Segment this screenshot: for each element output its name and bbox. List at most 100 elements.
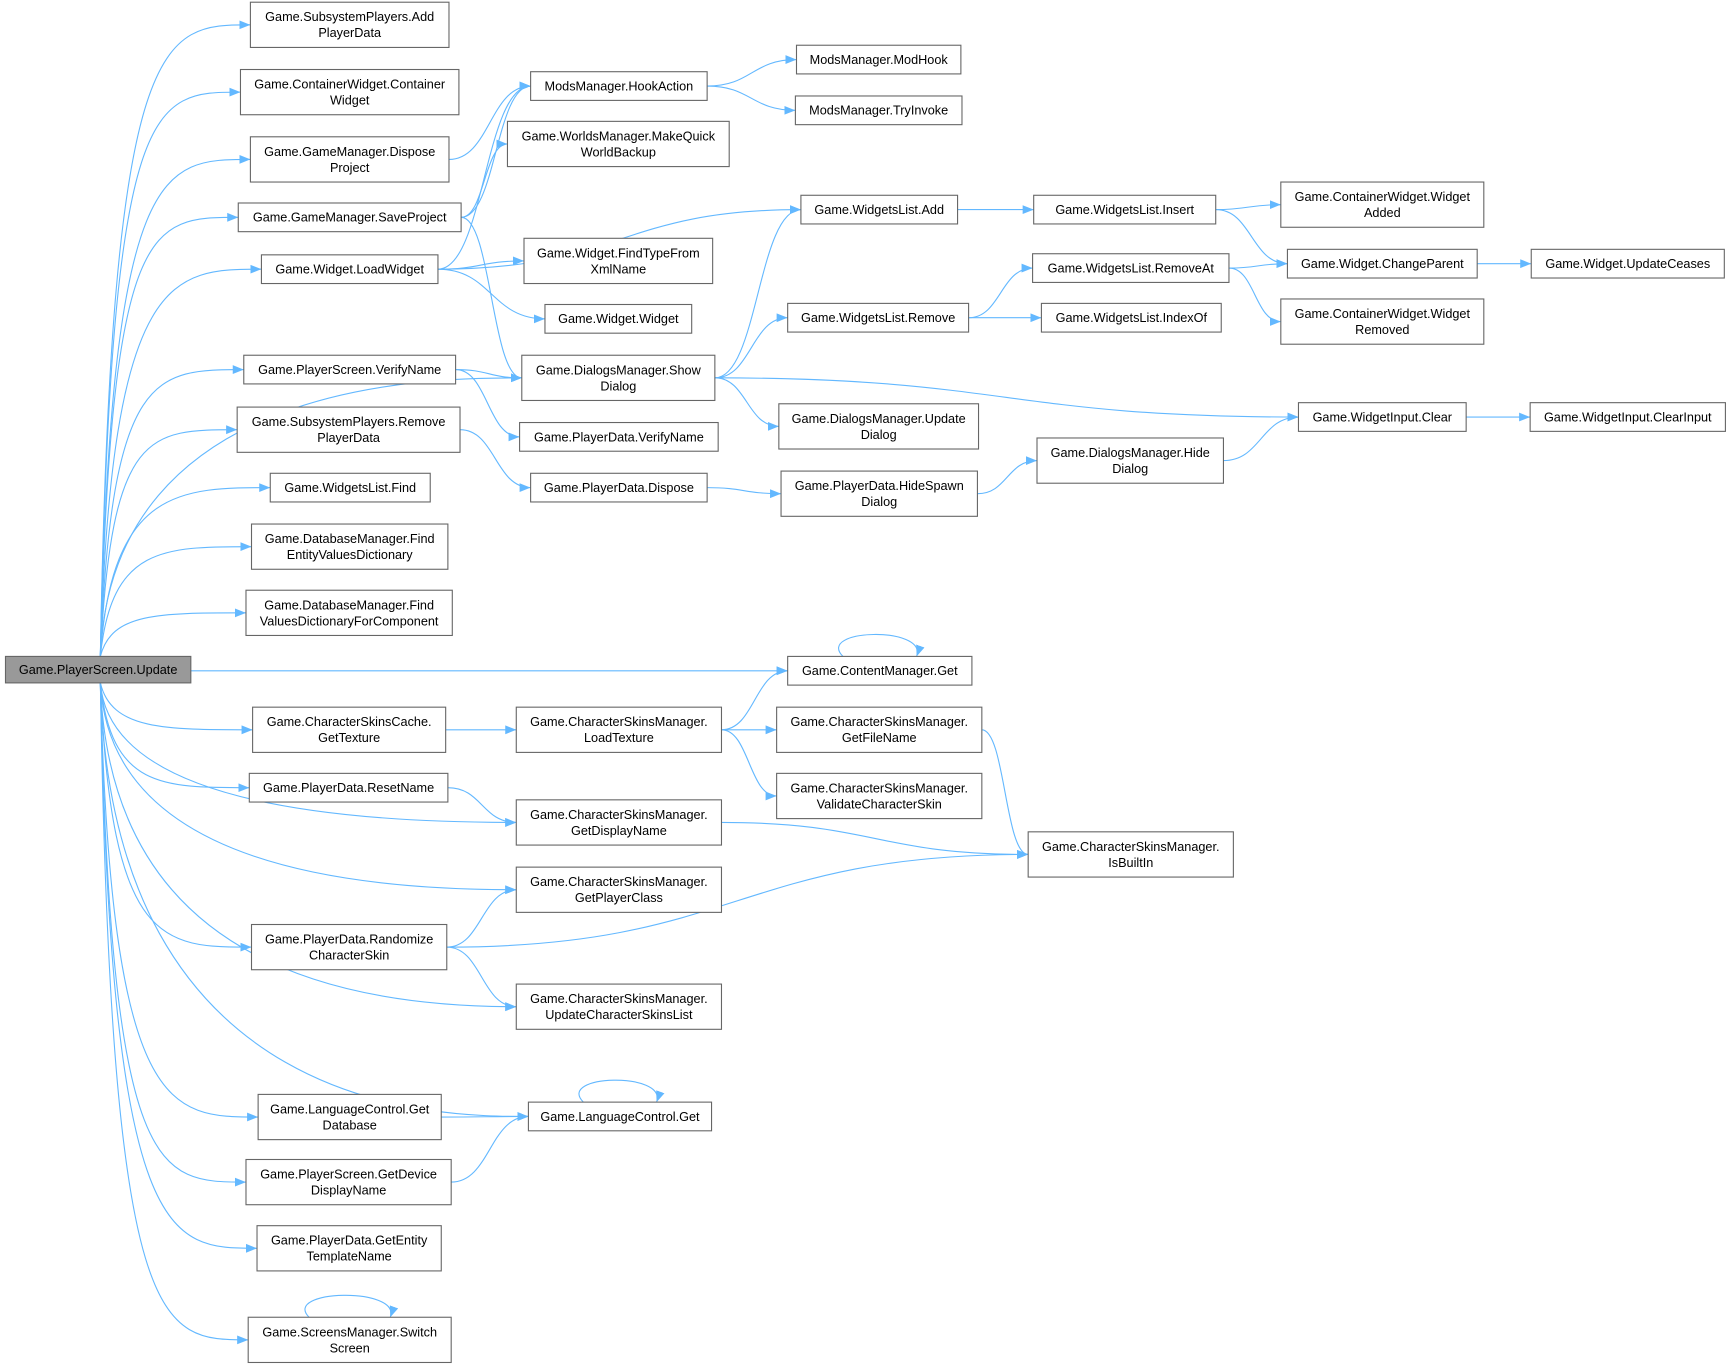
call-edge: [448, 81, 531, 160]
call-edge: [1228, 267, 1281, 326]
node-box: [248, 772, 449, 803]
node-game-playerdata-resetname[interactable]: Game.PlayerData.ResetName: [248, 772, 449, 803]
node-label: Game.DialogsManager.Update: [792, 412, 966, 426]
node-label: Game.DialogsManager.Show: [536, 363, 702, 377]
node-game-widgetslist-removeat[interactable]: Game.WidgetsList.RemoveAt: [1032, 253, 1230, 283]
node-box: [236, 406, 461, 453]
node-game-widget-changeparent[interactable]: Game.Widget.ChangeParent: [1286, 248, 1478, 279]
node-game-contentmanager-get[interactable]: Game.ContentManager.Get: [787, 655, 973, 686]
node-game-characterskinsmanager-getfilename[interactable]: Game.CharacterSkinsManager.GetFileName: [776, 706, 983, 753]
node-label: Game.WidgetsList.Remove: [801, 311, 955, 325]
node-box: [776, 706, 983, 753]
node-box: [515, 799, 723, 846]
node-modsmanager-tryinvoke[interactable]: ModsManager.TryInvoke: [794, 95, 963, 126]
node-label: Game.ScreensManager.Switch: [262, 1325, 437, 1339]
node-game-widgetslist-add[interactable]: Game.WidgetsList.Add: [800, 194, 959, 225]
call-edge: [714, 377, 779, 431]
node-game-languagecontrol-get[interactable]: Game.LanguageControl.Get: [527, 1101, 713, 1132]
call-edge: [707, 55, 797, 87]
call-edge: [838, 633, 925, 657]
node-label: Game.CharacterSkinsManager.: [790, 715, 968, 729]
node-box: [237, 202, 462, 233]
node-label: Project: [330, 161, 370, 175]
node-label: XmlName: [591, 262, 647, 276]
node-label: Game.LanguageControl.Get: [270, 1102, 430, 1116]
node-game-gamemanager-saveproject[interactable]: Game.GameManager.SaveProject: [237, 202, 462, 233]
node-box: [515, 866, 723, 913]
node-game-widget-updateceases[interactable]: Game.Widget.UpdateCeases: [1530, 248, 1725, 279]
node-label: Game.PlayerScreen.Update: [19, 663, 177, 677]
node-game-characterskinsmanager-getdisplayname[interactable]: Game.CharacterSkinsManager.GetDisplayNam…: [515, 799, 723, 846]
node-box: [4, 655, 192, 684]
node-box: [506, 120, 730, 168]
node-box: [1529, 402, 1726, 432]
node-label: Game.DatabaseManager.Find: [264, 598, 434, 612]
node-box: [245, 589, 453, 637]
node-label: UpdateCharacterSkinsList: [545, 1008, 693, 1022]
node-label: WorldBackup: [581, 145, 656, 159]
node-label: GetPlayerClass: [575, 891, 663, 905]
node-label: GetDisplayName: [571, 824, 667, 838]
node-game-playerdata-dispose[interactable]: Game.PlayerData.Dispose: [530, 472, 708, 503]
node-game-playerdata-verifyname[interactable]: Game.PlayerData.VerifyName: [519, 421, 719, 452]
node-game-characterskinsmanager-getplayerclass[interactable]: Game.CharacterSkinsManager.GetPlayerClas…: [515, 866, 723, 913]
node-game-characterskinsmanager-validatecharacterskin[interactable]: Game.CharacterSkinsManager.ValidateChara…: [776, 772, 983, 820]
call-edge: [99, 682, 252, 952]
call-edge: [721, 666, 788, 731]
node-game-characterskinsmanager-loadtexture[interactable]: Game.CharacterSkinsManager.LoadTexture: [515, 706, 723, 753]
node-game-characterskinscache-gettexture[interactable]: Game.CharacterSkinsCache.GetTexture: [252, 706, 447, 753]
node-label: Game.CharacterSkinsManager.: [530, 992, 708, 1006]
node-game-characterskinsmanager-updatecharacterskinslist[interactable]: Game.CharacterSkinsManager. UpdateCharact…: [515, 983, 723, 1030]
node-game-widgetinput-clear[interactable]: Game.WidgetInput.Clear: [1297, 402, 1467, 432]
call-edge: [1223, 412, 1299, 462]
node-game-widgetslist-indexof[interactable]: Game.WidgetsList.IndexOf: [1040, 302, 1222, 333]
node-label: Dialog: [600, 379, 636, 393]
node-label: Game.ContainerWidget.Widget: [1295, 307, 1471, 321]
node-game-playerscreen-update[interactable]: Game.PlayerScreen.Update: [4, 655, 192, 684]
node-label: Removed: [1355, 323, 1409, 337]
node-game-containerwidget-containerwidget[interactable]: Game.ContainerWidget.ContainerWidget: [239, 68, 460, 116]
node-game-databasemanager-findvaluesdictionaryforcomponent[interactable]: Game.DatabaseManager.FindValuesDictionar…: [245, 589, 453, 637]
node-label: Game.LanguageControl.Get: [540, 1110, 700, 1124]
node-game-widgetslist-insert[interactable]: Game.WidgetsList.Insert: [1033, 194, 1217, 225]
node-modsmanager-modhook[interactable]: ModsManager.ModHook: [795, 44, 962, 75]
call-edge: [99, 20, 251, 657]
call-edge: [99, 212, 239, 657]
node-label: Added: [1364, 206, 1401, 220]
node-box: [787, 302, 970, 333]
node-modsmanager-hookaction[interactable]: ModsManager.HookAction: [530, 71, 708, 101]
node-game-widgetslist-remove[interactable]: Game.WidgetsList.Remove: [787, 302, 970, 333]
node-label: Game.PlayerData.Dispose: [544, 481, 694, 495]
node-label: IsBuiltIn: [1108, 856, 1153, 870]
node-game-widgetslist-find[interactable]: Game.WidgetsList.Find: [269, 472, 431, 503]
node-box: [794, 95, 963, 126]
call-edge: [99, 87, 241, 657]
node-box: [519, 421, 719, 452]
node-game-widget-loadwidget[interactable]: Game.Widget.LoadWidget: [260, 254, 439, 285]
node-box: [250, 923, 448, 971]
node-game-widgetinput-clearinput[interactable]: Game.WidgetInput.ClearInput: [1529, 402, 1726, 432]
node-label: Game.PlayerData.ResetName: [263, 781, 434, 795]
node-game-playerscreen-verifyname[interactable]: Game.PlayerScreen.VerifyName: [243, 354, 457, 385]
node-label: Game.WorldsManager.MakeQuick: [522, 129, 716, 143]
node-game-widget-widget[interactable]: Game.Widget.Widget: [544, 303, 693, 334]
node-label: Game.ContainerWidget.Widget: [1295, 190, 1471, 204]
node-game-databasemanager-findentityvaluesdictionary[interactable]: Game.DatabaseManager.FindEntityValuesDic…: [250, 523, 449, 570]
node-game-characterskinsmanager-isbuiltin[interactable]: Game.CharacterSkinsManager.IsBuiltIn: [1027, 831, 1234, 878]
